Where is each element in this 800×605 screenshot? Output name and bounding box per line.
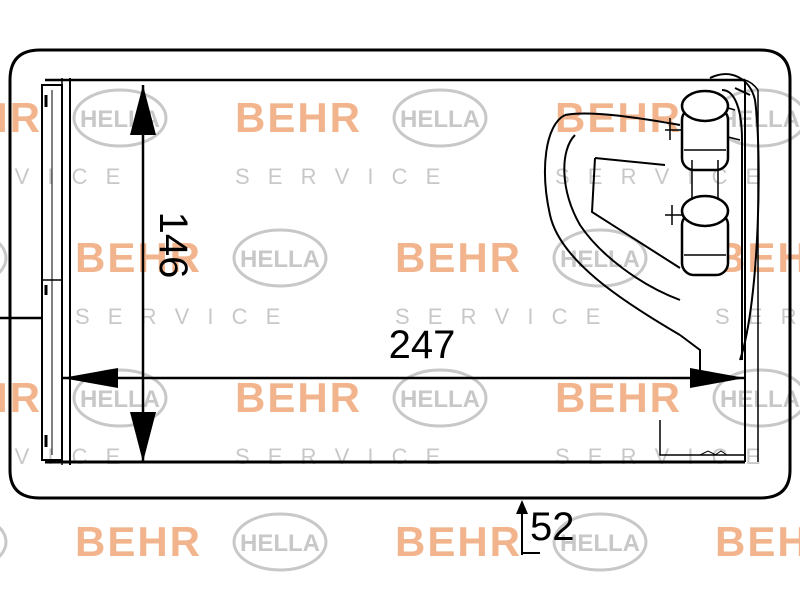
hella-logo-ring [232,512,328,572]
service-watermark: S E R V I C E [0,164,126,189]
behr-watermark: BEHR [75,234,202,281]
depth-label: 52 [530,505,575,549]
hella-logo-ring [232,228,328,288]
hella-watermark: HELLA [240,246,320,273]
service-watermark: S E R V I C E [0,444,126,469]
hella-logo-ring [72,88,168,148]
hella-watermark: HELLA [720,386,800,413]
width-label: 247 [389,323,456,367]
behr-watermark: BEHR [0,374,42,421]
hella-logo-ring [552,228,648,288]
pipe-ends [680,89,730,277]
hella-logo-ring [392,368,488,428]
core-body [0,78,745,465]
behr-watermark: BEHR [555,94,682,141]
hella-logo-ring [552,512,648,572]
hella-logo-ring [392,88,488,148]
service-watermark: S E R V I C E [235,444,446,469]
behr-watermark: BEHR [235,94,362,141]
behr-watermark: BEHR [75,518,202,565]
behr-watermark: BEHR [395,518,522,565]
hella-watermark: HELLA [560,246,640,273]
service-watermark: S E R V I C E [75,304,286,329]
hella-watermark: HELLA [720,106,800,133]
behr-watermark: BEHR [395,234,522,281]
pipe-end-detail [665,118,682,225]
behr-watermark: BEHR [555,374,682,421]
service-watermark: S E R V I C E [235,164,446,189]
service-watermark: S E R V I C E [555,444,766,469]
hella-watermark: HELLA [400,386,480,413]
service-watermark: S E R V I C E [395,304,606,329]
behr-watermark: BEHR [715,518,800,565]
hella-watermark: HELLA [240,530,320,557]
hella-watermark: HELLA [560,530,640,557]
service-watermark: S E R V I C E [555,164,766,189]
hella-watermark: HELLA [80,386,160,413]
height-label: 146 [151,212,195,279]
dimension-depth: 52 [516,500,575,555]
behr-watermark: BEHR [235,374,362,421]
dimension-width: 247 [62,323,745,388]
behr-watermark: BEHR [0,94,42,141]
dimension-height: 146 [130,85,195,462]
hella-logo-ring [0,242,8,274]
hella-watermark: HELLA [400,106,480,133]
hella-logo-ring [712,368,800,428]
watermark-layer: BEHR HELLA BEHR HELLA BEHR HELLA BEHR HELLA BEHR… [0,88,800,572]
hella-logo-ring [72,368,168,428]
hella-logo-ring [0,526,8,558]
outer-frame [8,48,792,500]
